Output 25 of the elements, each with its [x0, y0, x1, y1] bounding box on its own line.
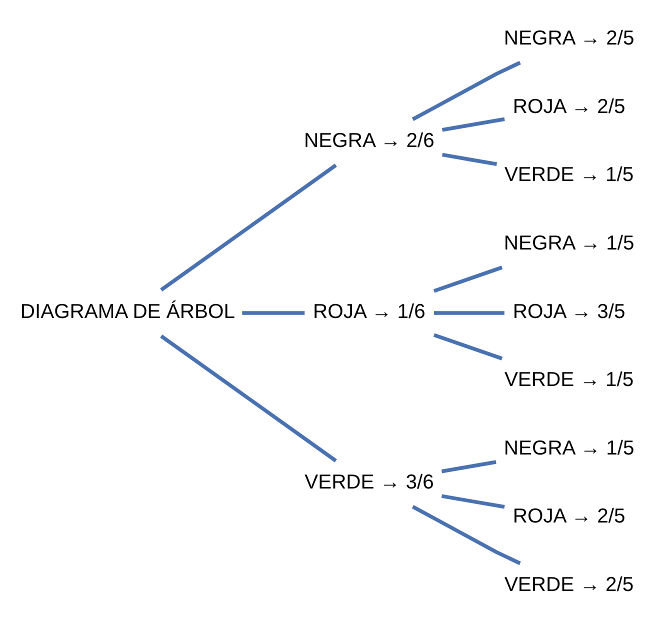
- node-text: NEGRA → 1/5: [504, 437, 634, 460]
- node-text: NEGRA → 2/6: [304, 130, 434, 152]
- node-text: ROJA → 3/5: [512, 300, 626, 323]
- connector: [434, 311, 504, 315]
- connector: [433, 266, 503, 293]
- node-text: VERDE → 1/5: [504, 369, 634, 392]
- connector: [433, 333, 503, 360]
- connector: [160, 334, 337, 462]
- node-text: ROJA → 1/6: [313, 300, 426, 323]
- connector: [412, 505, 521, 566]
- connector: [441, 460, 496, 474]
- connector: [160, 164, 337, 292]
- node-text: NEGRA → 1/5: [504, 232, 634, 255]
- node-text: VERDE → 2/5: [504, 574, 634, 596]
- connector: [242, 311, 305, 315]
- node-text: VERDE → 3/6: [304, 472, 434, 494]
- node-text: NEGRA → 2/5: [504, 28, 634, 50]
- connector: [441, 494, 505, 509]
- connector: [442, 152, 498, 166]
- connector: [442, 117, 505, 132]
- node-text: ROJA → 2/5: [512, 96, 626, 118]
- node-text: ROJA → 2/5: [512, 506, 626, 528]
- node-text: VERDE → 1/5: [504, 164, 634, 186]
- node-text: DIAGRAMA DE ÁRBOL: [20, 300, 235, 323]
- connector: [412, 60, 521, 121]
